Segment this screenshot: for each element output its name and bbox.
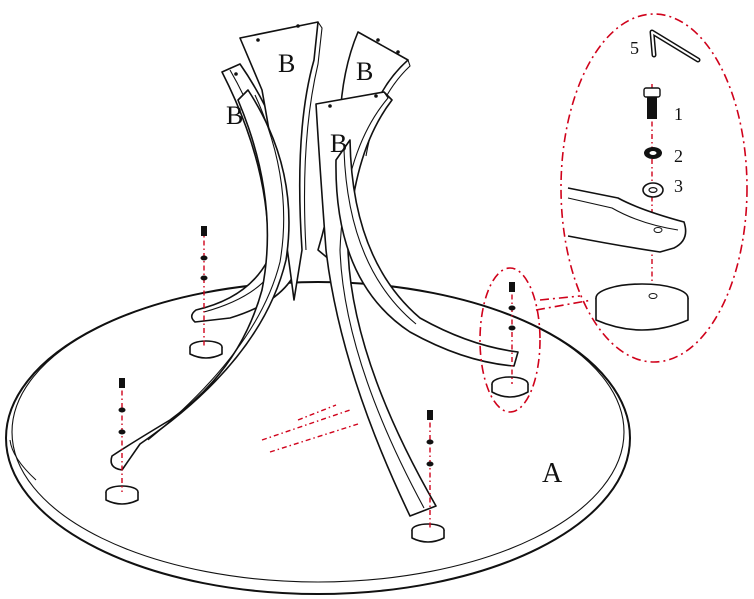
washer-icon [642, 182, 664, 198]
foot-pad-front-left [105, 485, 139, 505]
bolt-icon [643, 87, 661, 119]
detail-view [567, 29, 701, 331]
leg-label: B [356, 57, 373, 86]
leg-left [110, 89, 290, 471]
tabletop [5, 281, 631, 595]
washer-icon [644, 147, 662, 159]
bolt-icon [201, 226, 207, 236]
detail-callout [479, 13, 748, 413]
foot-pad-front [411, 523, 445, 543]
leg-label: B [226, 101, 243, 130]
bolt-icon [119, 378, 125, 388]
part-label-bolt: 1 [674, 104, 683, 124]
part-label-washer: 3 [674, 176, 683, 196]
part-label-washer: 2 [674, 146, 683, 166]
bolt-stack-front-left [118, 378, 126, 492]
reflection-marks [261, 404, 359, 453]
bolt-stack-right [508, 282, 516, 384]
bolt-stack-front [426, 410, 434, 530]
foot-pad-right [491, 376, 529, 398]
part-label-hex-key: 5 [630, 38, 639, 58]
tabletop-label: A [542, 458, 563, 489]
bolt-stack-back-left [200, 226, 208, 346]
foot-pad-back-left [189, 340, 223, 359]
leg-right [335, 139, 519, 367]
bolt-icon [427, 410, 433, 420]
leg-label: B [330, 129, 347, 158]
bolt-icon [509, 282, 515, 292]
leg-label: B [278, 49, 295, 78]
